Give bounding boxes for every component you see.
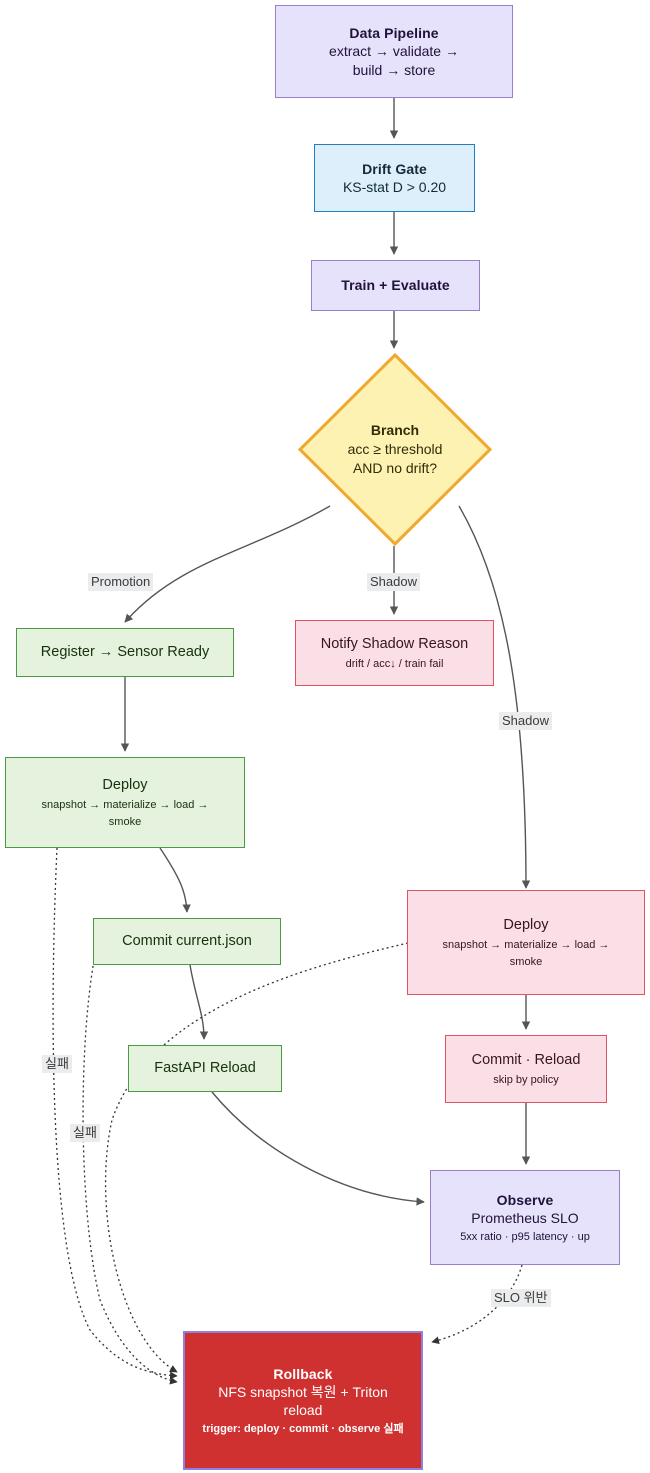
edge-label-fail-mid: 실패 [70,1124,100,1143]
node-deploy-shadow-title: Deploy [503,916,549,933]
node-deploy-promotion[interactable]: Deploy snapshot → materialize → load → s… [5,757,245,848]
edge-fastapi-to-observe [211,1091,425,1206]
node-train-evaluate-title: Train + Evaluate [341,277,450,294]
node-notify-title: Notify Shadow Reason [320,635,469,652]
node-train-evaluate[interactable]: Train + Evaluate [311,260,480,311]
edge-deploy-to-commit [159,847,191,913]
node-observe-sub: Prometheus SLO [471,1209,579,1226]
edge-label-promotion: Promotion [88,573,154,592]
edge-commit-to-fastapi [189,964,209,1040]
edge-label-slo-violation: SLO 위반 [491,1289,551,1308]
node-rollback-line1: NFS snapshot 복원 + Triton [218,1383,388,1400]
node-deploy-promotion-title: Deploy [102,776,148,793]
edge-commit-fail-to-rollback [82,921,178,1385]
node-deploy-promotion-line1: snapshot → materialize → load → [41,798,209,811]
node-data-pipeline-line2: build → store [352,61,436,78]
node-notify-shadow-reason[interactable]: Notify Shadow Reason drift / acc↓ / trai… [295,620,494,686]
node-data-pipeline-title: Data Pipeline [349,25,439,42]
node-branch-label: Branch acc ≥ threshold AND no drift? [298,353,492,546]
node-branch[interactable]: Branch acc ≥ threshold AND no drift? [298,353,492,546]
node-notify-sub: drift / acc↓ / train fail [345,657,444,670]
node-rollback[interactable]: Rollback NFS snapshot 복원 + Triton reload… [183,1331,423,1470]
node-branch-line1: acc ≥ threshold [347,441,443,458]
node-drift-gate-sub: KS-stat D > 0.20 [342,179,447,195]
edge-label-fail-left: 실패 [42,1055,72,1074]
node-fastapi-reload[interactable]: FastAPI Reload [128,1045,282,1092]
node-observe[interactable]: Observe Prometheus SLO 5xx ratio · p95 l… [430,1170,620,1265]
node-deploy-shadow[interactable]: Deploy snapshot → materialize → load → s… [407,890,645,995]
node-register-title: Register → Sensor Ready [40,644,210,661]
node-register-sensor-ready[interactable]: Register → Sensor Ready [16,628,234,677]
node-drift-gate[interactable]: Drift Gate KS-stat D > 0.20 [314,144,475,212]
node-data-pipeline-line1: extract → validate → [329,43,459,60]
node-commit-reload-title: Commit · Reload [471,1051,581,1068]
node-commit-reload[interactable]: Commit · Reload skip by policy [445,1035,607,1103]
edge-label-shadow-right: Shadow [499,712,552,731]
node-branch-title: Branch [370,422,420,439]
edge-deploy-shadow-fail-to-rollback [104,942,409,1373]
node-rollback-line2: reload [283,1401,323,1418]
node-data-pipeline[interactable]: Data Pipeline extract → validate → build… [275,5,513,98]
node-commit-current-json[interactable]: Commit current.json [93,918,281,965]
node-commit-current-title: Commit current.json [122,933,252,950]
node-rollback-small: trigger: deploy · commit · observe 실패 [202,1423,404,1436]
node-deploy-promotion-line2: smoke [108,815,142,828]
node-deploy-shadow-line2: smoke [509,955,543,968]
node-drift-gate-title: Drift Gate [362,160,427,177]
node-deploy-shadow-line1: snapshot → materialize → load → [442,938,610,951]
node-fastapi-reload-title: FastAPI Reload [154,1060,256,1077]
node-observe-title: Observe [496,1191,554,1208]
edge-branch-to-deploy-shadow [458,505,531,889]
node-observe-small: 5xx ratio · p95 latency · up [460,1231,590,1244]
edge-label-shadow-center: Shadow [367,573,420,592]
branch-diamond-shape [298,353,492,546]
node-commit-reload-sub: skip by policy [493,1073,559,1086]
node-rollback-title: Rollback [273,1365,333,1382]
node-branch-line2: AND no drift? [352,459,438,476]
